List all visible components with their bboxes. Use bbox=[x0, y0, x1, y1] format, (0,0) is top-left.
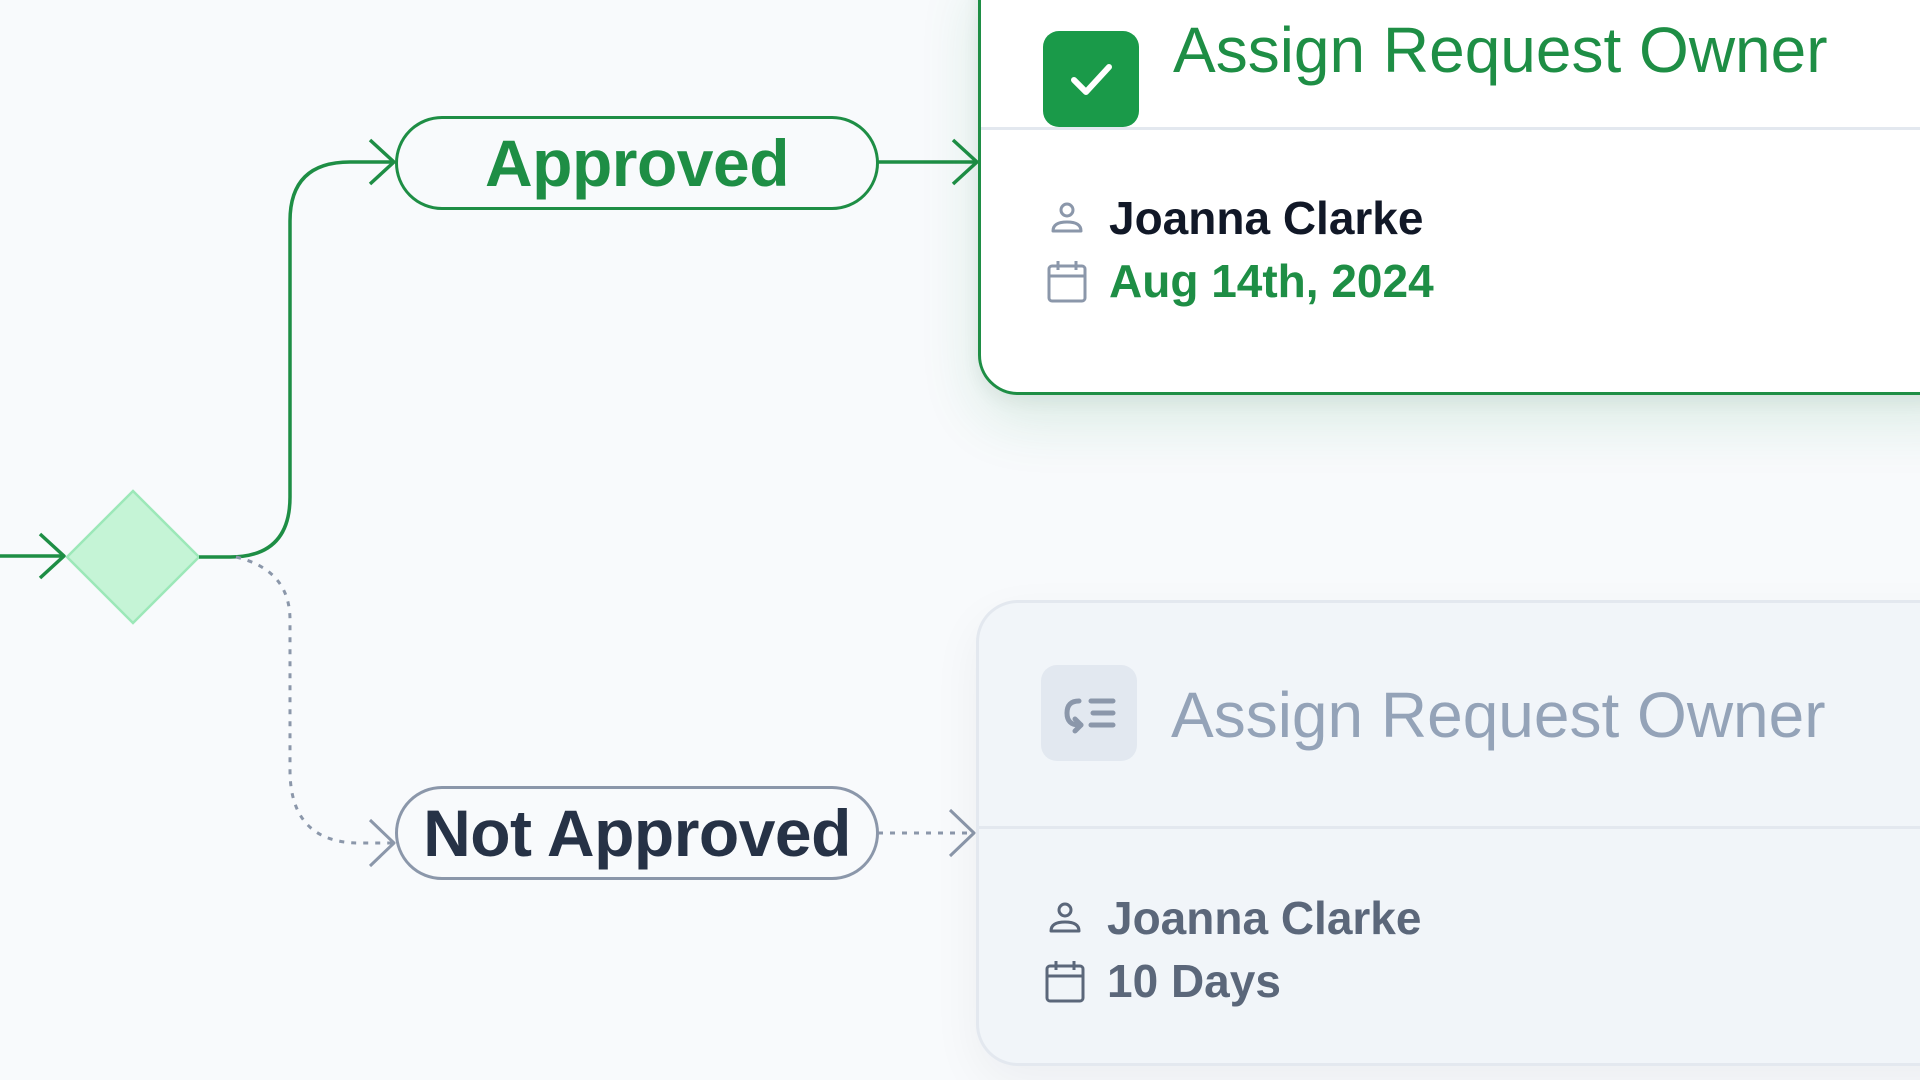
task-owner: Joanna Clarke bbox=[1043, 188, 1423, 248]
task-due: Aug 14th, 2024 bbox=[1043, 251, 1434, 311]
not-approved-branch-text: Not Approved bbox=[423, 796, 851, 870]
task-card-header: Assign Request Owner bbox=[979, 603, 1920, 829]
task-owner-name: Joanna Clarke bbox=[1107, 892, 1422, 944]
incoming-arrowhead bbox=[38, 532, 66, 580]
approved-task-arrowhead bbox=[951, 138, 979, 186]
not-approved-arrowhead bbox=[368, 818, 396, 868]
task-owner: Joanna Clarke bbox=[1041, 888, 1421, 948]
calendar-icon bbox=[1043, 257, 1091, 305]
not-approved-connector bbox=[235, 555, 393, 845]
task-title: Assign Request Owner bbox=[1173, 14, 1828, 86]
task-due-duration: 10 Days bbox=[1107, 955, 1281, 1007]
task-card-header: Assign Request Owner bbox=[981, 3, 1920, 130]
user-icon bbox=[1041, 894, 1089, 942]
decision-node[interactable] bbox=[65, 489, 201, 625]
task-list-icon bbox=[1041, 665, 1137, 761]
check-icon bbox=[1043, 31, 1139, 127]
task-due-date: Aug 14th, 2024 bbox=[1109, 255, 1434, 307]
calendar-icon bbox=[1041, 957, 1089, 1005]
not-approved-branch-label[interactable]: Not Approved bbox=[395, 786, 879, 880]
task-owner-name: Joanna Clarke bbox=[1109, 192, 1424, 244]
approved-arrowhead bbox=[368, 138, 396, 186]
user-icon bbox=[1043, 194, 1091, 242]
task-card-approved[interactable]: Assign Request Owner Joanna Clarke Aug 1… bbox=[978, 0, 1920, 395]
approved-connector bbox=[199, 160, 393, 559]
approved-branch-text: Approved bbox=[484, 126, 790, 200]
not-approved-task-arrowhead bbox=[948, 808, 976, 858]
approved-branch-label[interactable]: Approved bbox=[395, 116, 879, 210]
task-due: 10 Days bbox=[1041, 951, 1281, 1011]
task-title: Assign Request Owner bbox=[1171, 679, 1826, 751]
task-card-not-approved[interactable]: Assign Request Owner Joanna Clarke 10 Da… bbox=[976, 600, 1920, 1066]
